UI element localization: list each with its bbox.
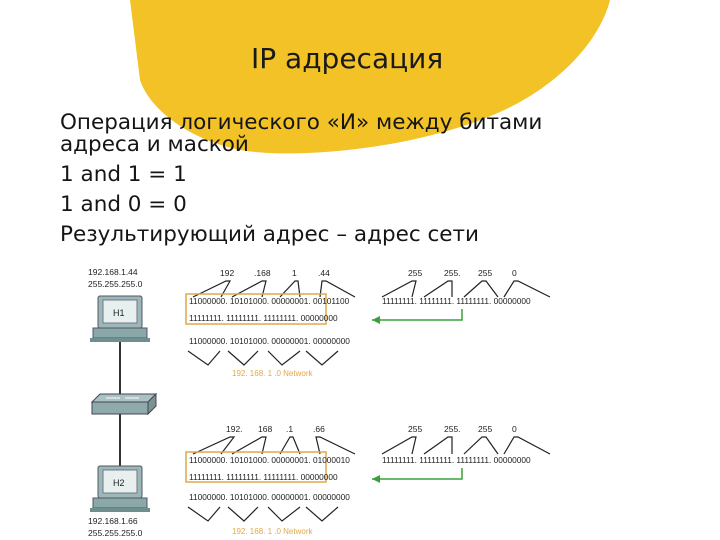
h1-network-label: 192. 168. 1 .0 Network <box>232 369 313 378</box>
body-line-4: 1 and 0 = 0 <box>60 192 187 217</box>
h1-result-fan-lines <box>187 350 339 366</box>
h2-ip-octet-2: 168 <box>258 424 272 434</box>
h1-row-result: 11000000. 10101000. 00000001. 00000000 <box>189 336 350 346</box>
slide-body: Операция логического «И» между битами ад… <box>60 108 700 250</box>
body-line-2: адреса и маской <box>60 132 249 157</box>
h2-mask-binary: 11111111. 11111111. 11111111. 00000000 <box>382 455 531 465</box>
h1-highlight-box <box>185 293 327 325</box>
h2-ip-octet-3: .1 <box>286 424 293 434</box>
body-line-1: Операция логического «И» между битами <box>60 110 543 135</box>
h1-mask-octet-1: 255 <box>408 268 422 278</box>
h2-mask-octet-1: 255 <box>408 424 422 434</box>
body-line-5: Результирующий адрес – адрес сети <box>60 222 480 247</box>
h1-green-arrow <box>372 309 463 321</box>
h1-row-mask: 11111111. 11111111. 11111111. 00000000 <box>189 313 338 323</box>
h2-ip-octet-4: .66 <box>313 424 325 434</box>
h1-ip-label: 192.168.1.44 <box>88 267 138 277</box>
body-line-3: 1 and 1 = 1 <box>60 162 187 187</box>
h2-highlight-box <box>185 451 327 483</box>
h2-mask-octet-3: 255 <box>478 424 492 434</box>
h2-row-mask: 11111111. 11111111. 11111111. 00000000 <box>189 472 338 482</box>
h2-arrow-head <box>372 475 380 483</box>
h2-ip-label: 192.168.1.66 <box>88 516 138 526</box>
h2-ip-octet-1: 192. <box>226 424 243 434</box>
h1-ip-octet-1: 192 <box>220 268 234 278</box>
h1-mask-binary: 11111111. 11111111. 11111111. 00000000 <box>382 296 531 306</box>
h2-mask-label: 255.255.255.0 <box>88 528 143 538</box>
h1-ip-octet-3: 1 <box>292 268 297 278</box>
h1-mask-octet-4: 0 <box>512 268 517 278</box>
h2-ip-fan-lines <box>192 436 356 455</box>
h1-mask-label: 255.255.255.0 <box>88 279 143 289</box>
h1-label: H1 <box>113 308 125 318</box>
h2-row-result: 11000000. 10101000. 00000001. 00000000 <box>189 492 350 502</box>
h1-ip-octet-2: .168 <box>254 268 271 278</box>
switch-icon <box>90 392 158 416</box>
h2-mask-octet-4: 0 <box>512 424 517 434</box>
h2-row-ip: 11000000. 10101000. 00000001. 01000010 <box>189 455 350 465</box>
h1-mask-octet-3: 255 <box>478 268 492 278</box>
h2-mask-octet-2: 255. <box>444 424 461 434</box>
h1-ip-fan-lines <box>192 280 356 298</box>
slide-title: IP адресация <box>251 42 444 75</box>
h2-computer-icon <box>90 465 150 512</box>
h2-mask-fan-lines <box>381 436 551 455</box>
h2-green-arrow <box>372 468 463 480</box>
h1-arrow-head <box>372 316 380 324</box>
h1-mask-octet-2: 255. <box>444 268 461 278</box>
h1-computer-icon <box>90 295 150 342</box>
h2-result-fan-lines <box>187 506 339 522</box>
h2-label: H2 <box>113 478 125 488</box>
h1-row-ip: 11000000. 10101000. 00000001. 00101100 <box>189 296 350 306</box>
h2-network-label: 192. 168. 1 .0 Network <box>232 527 313 536</box>
h1-ip-octet-4: .44 <box>318 268 330 278</box>
h1-mask-fan-lines <box>381 280 551 298</box>
